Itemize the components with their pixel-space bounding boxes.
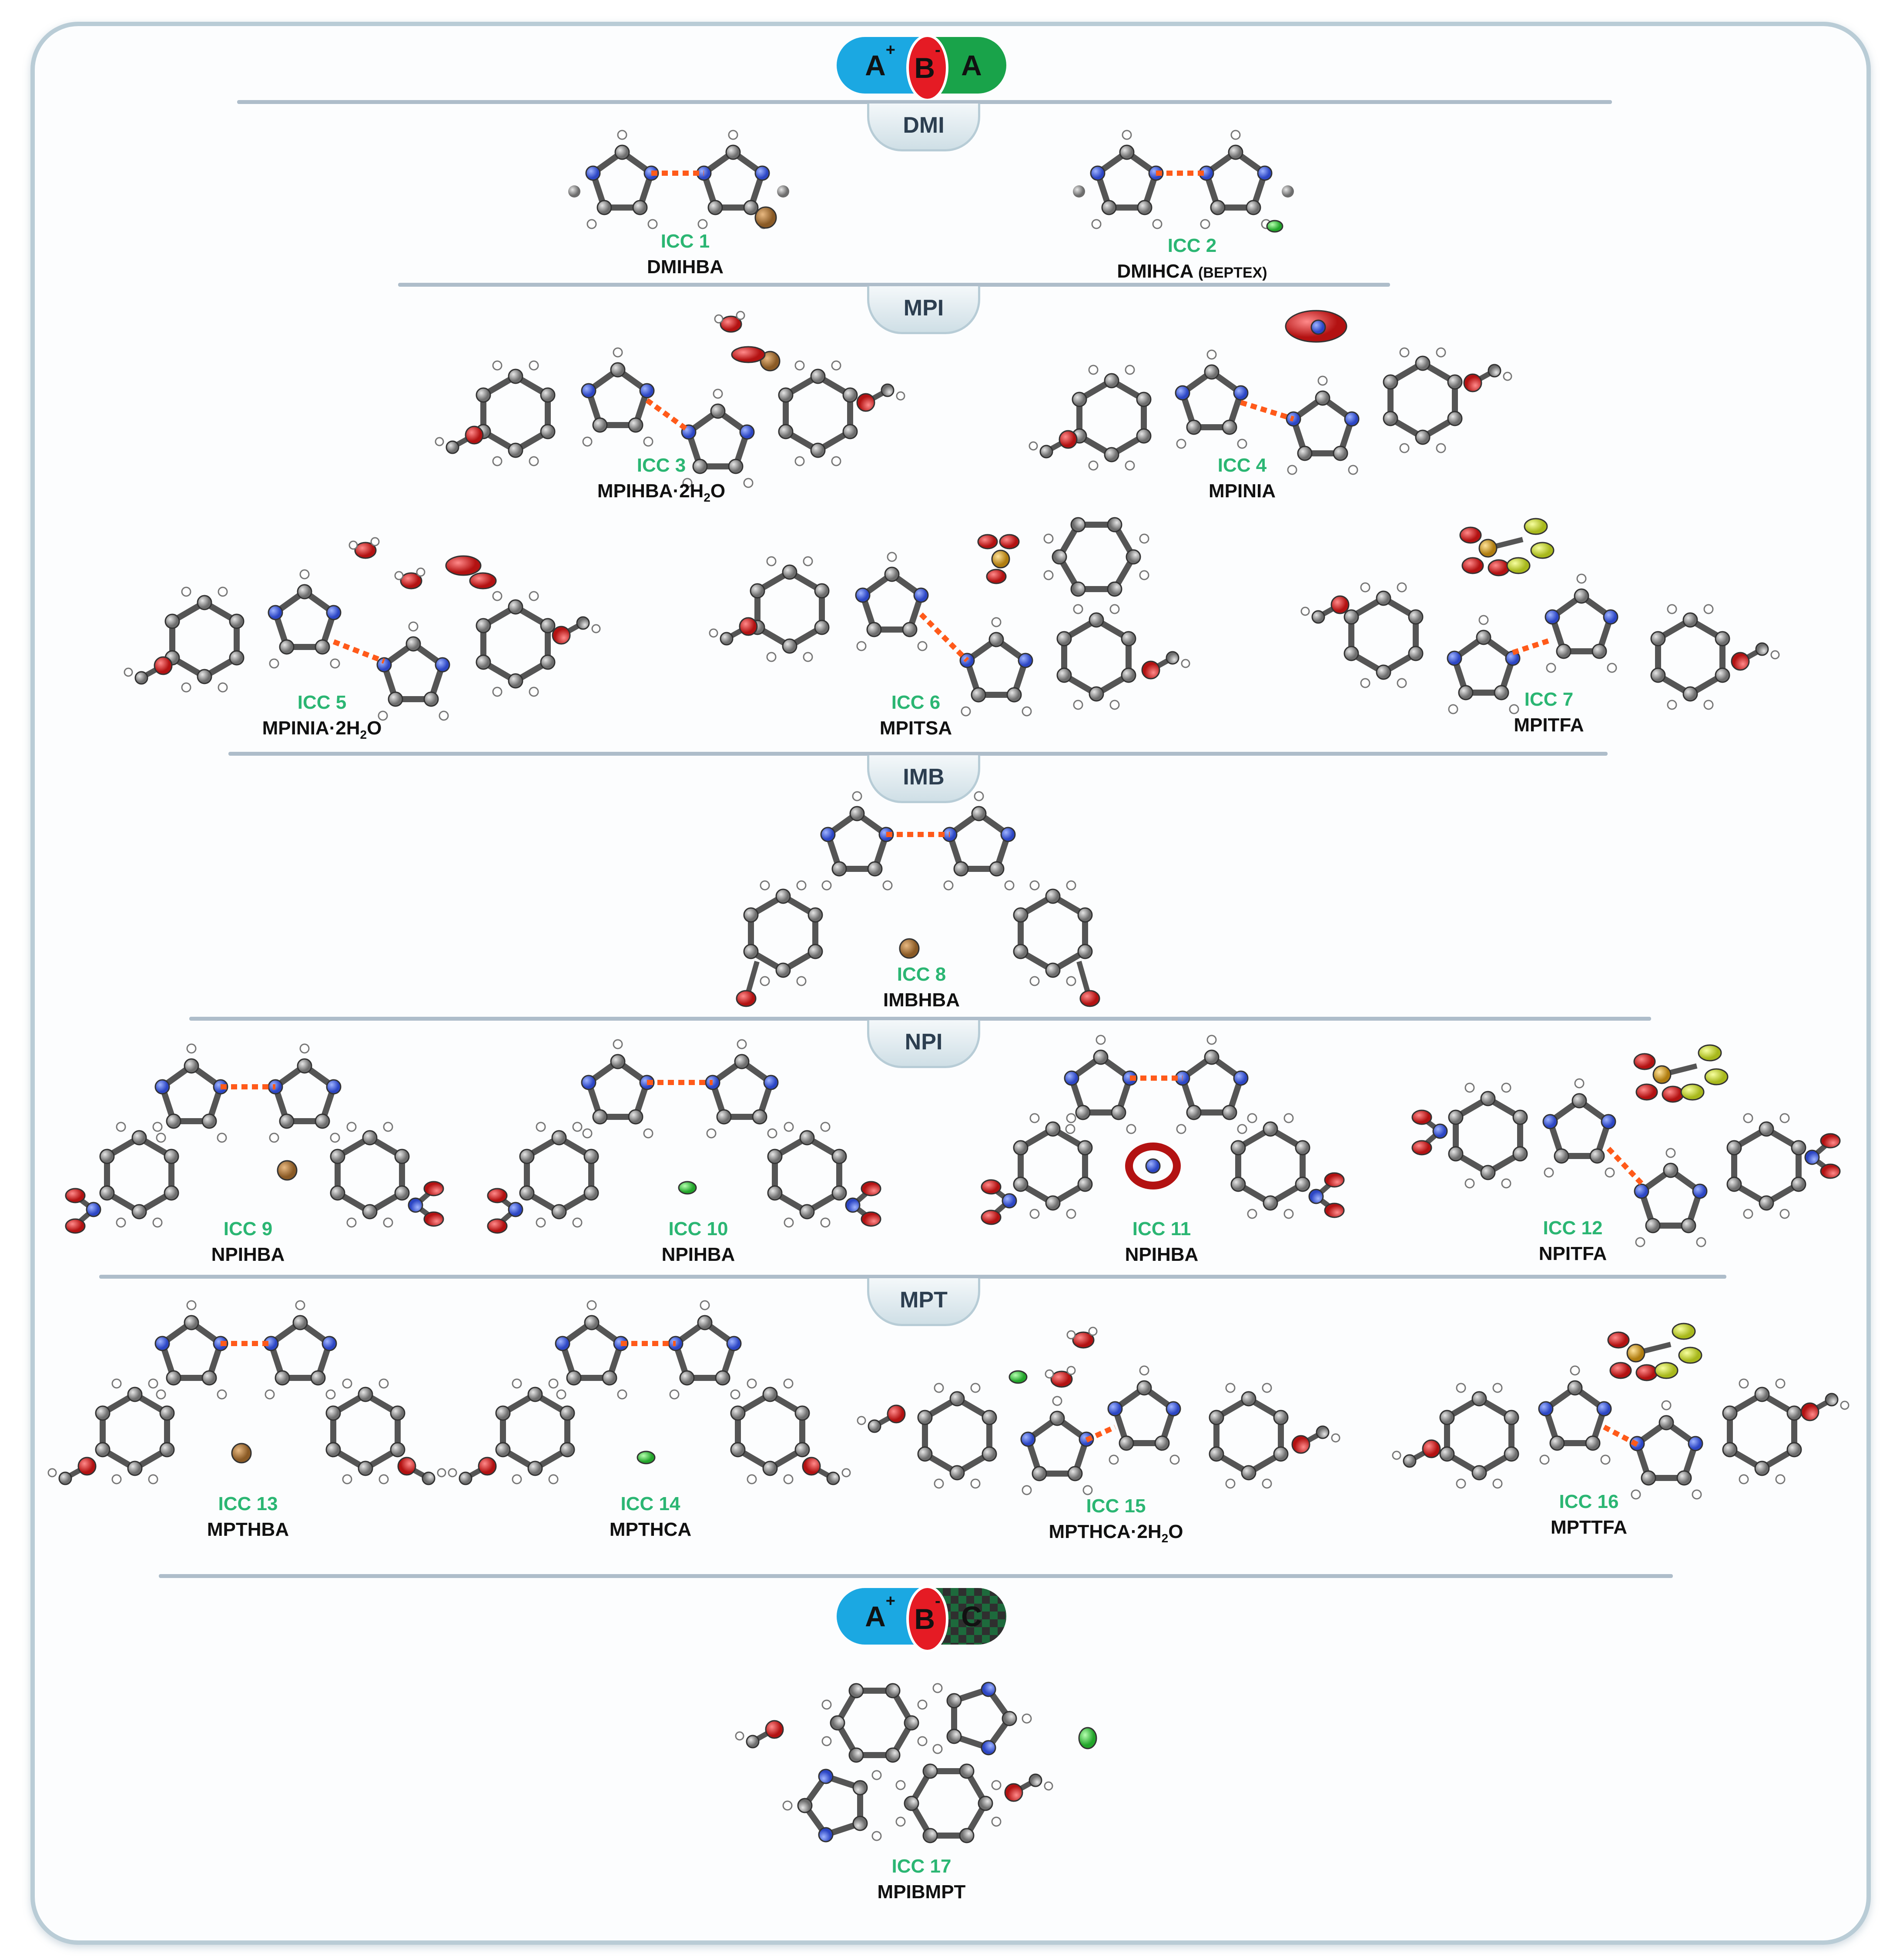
icc-id: ICC 5 — [297, 692, 347, 713]
caption-icc11: ICC 11 NPIHBA — [966, 1216, 1357, 1267]
compound-name: NPITFA — [1538, 1243, 1607, 1264]
icc-id: ICC 13 — [218, 1493, 278, 1514]
molecule-icc10 — [488, 1040, 881, 1233]
icc-id: ICC 6 — [891, 692, 941, 713]
divider-mpi — [398, 283, 1390, 287]
header-legend-pill: A+ A B- — [837, 34, 1006, 101]
icc-id: ICC 3 — [637, 455, 686, 476]
caption-icc14: ICC 14 MPTHCA — [455, 1491, 846, 1542]
molecule-icc4 — [1029, 310, 1511, 474]
caption-icc17: ICC 17 MPIBMPT — [726, 1853, 1117, 1905]
icc-id: ICC 2 — [1167, 235, 1217, 256]
molecule-icc2 — [1073, 131, 1294, 233]
compound-name: MPITFA — [1514, 714, 1584, 736]
caption-icc10: ICC 10 NPIHBA — [503, 1216, 894, 1267]
icc-id: ICC 17 — [891, 1856, 952, 1877]
caption-icc8: ICC 8 IMBHBA — [726, 962, 1117, 1013]
divider-npi — [189, 1017, 1651, 1021]
molecule-icc3 — [436, 311, 905, 487]
caption-icc9: ICC 9 NPIHBA — [52, 1216, 444, 1267]
divider-bottom — [159, 1574, 1673, 1578]
icc-id: ICC 15 — [1086, 1495, 1146, 1517]
compound-name: NPIHBA — [661, 1244, 735, 1265]
compound-name: MPIBMPT — [877, 1881, 966, 1903]
footer-legend-pill: A+ C B- — [837, 1585, 1006, 1652]
caption-icc7: ICC 7 MPITFA — [1353, 687, 1745, 738]
molecule-icc9 — [66, 1044, 443, 1233]
caption-icc3: ICC 3 MPIHBA·2H2O — [466, 452, 857, 510]
caption-icc4: ICC 4 MPINIA — [1046, 452, 1438, 504]
caption-icc12: ICC 12 NPITFA — [1377, 1215, 1769, 1266]
compound-name: NPIHBA — [211, 1244, 285, 1265]
icc-id: ICC 8 — [897, 964, 946, 985]
molecule-icc12 — [1412, 1045, 1840, 1246]
cation-segment: A+ — [837, 37, 924, 94]
icc-id: ICC 4 — [1217, 455, 1267, 476]
caption-icc5: ICC 5 MPINIA·2H2O — [126, 690, 518, 747]
molecule-icc5 — [124, 537, 600, 720]
icc-id: ICC 12 — [1543, 1217, 1603, 1239]
molecule-icc14 — [449, 1301, 850, 1484]
molecule-icc11 — [982, 1035, 1344, 1224]
section-tab-dmi: DMI — [867, 104, 980, 151]
molecule-icc17 — [736, 1682, 1097, 1843]
icc-id: ICC 7 — [1524, 689, 1574, 710]
compound-name: MPITSA — [879, 717, 952, 739]
section-tab-mpi: MPI — [867, 286, 980, 334]
molecule-icc16 — [1393, 1323, 1849, 1499]
divider-dmi — [237, 100, 1612, 104]
divider-imb — [228, 752, 1608, 756]
molecule-icc7 — [1301, 519, 1779, 714]
anion-segment: B- — [906, 1585, 948, 1652]
compound-name: MPINIA·2H2O — [262, 717, 382, 741]
caption-icc15: ICC 15 MPTHCA·2H2O — [920, 1493, 1312, 1551]
molecule-icc8 — [736, 792, 1100, 1007]
icc-id: ICC 14 — [620, 1493, 680, 1514]
caption-icc6: ICC 6 MPITSA — [720, 690, 1112, 741]
compound-name: DMIHBA — [647, 256, 724, 278]
molecule-icc13 — [48, 1301, 446, 1484]
compound-name: MPTHCA·2H2O — [1049, 1521, 1183, 1545]
compound-name: MPIHBA·2H2O — [597, 480, 726, 504]
icc-id: ICC 1 — [660, 231, 710, 252]
molecule-icc6 — [710, 518, 1189, 716]
compound-name: IMBHBA — [883, 989, 960, 1011]
compound-name: NPIHBA — [1125, 1244, 1199, 1265]
caption-icc2: ICC 2 DMIHCA (BEPTEX) — [996, 233, 1388, 285]
icc-id: ICC 11 — [1132, 1218, 1191, 1240]
compound-name: DMIHCA (BEPTEX) — [1117, 261, 1267, 282]
divider-mpt — [99, 1275, 1726, 1279]
caption-icc1: ICC 1 DMIHBA — [489, 228, 881, 280]
icc-id: ICC 10 — [668, 1218, 728, 1240]
caption-icc13: ICC 13 MPTHBA — [52, 1491, 444, 1542]
caption-icc16: ICC 16 MPTTFA — [1393, 1489, 1785, 1540]
molecule-icc15 — [858, 1327, 1340, 1494]
icc-id: ICC 16 — [1559, 1491, 1619, 1512]
molecule-icc1 — [568, 131, 789, 228]
compound-name: MPTHCA — [609, 1519, 692, 1540]
section-tab-npi: NPI — [867, 1020, 980, 1068]
compound-name: MPINIA — [1209, 480, 1276, 502]
compound-name: MPTHBA — [207, 1519, 289, 1540]
compound-name: MPTTFA — [1551, 1517, 1627, 1538]
icc-id: ICC 9 — [223, 1218, 273, 1240]
